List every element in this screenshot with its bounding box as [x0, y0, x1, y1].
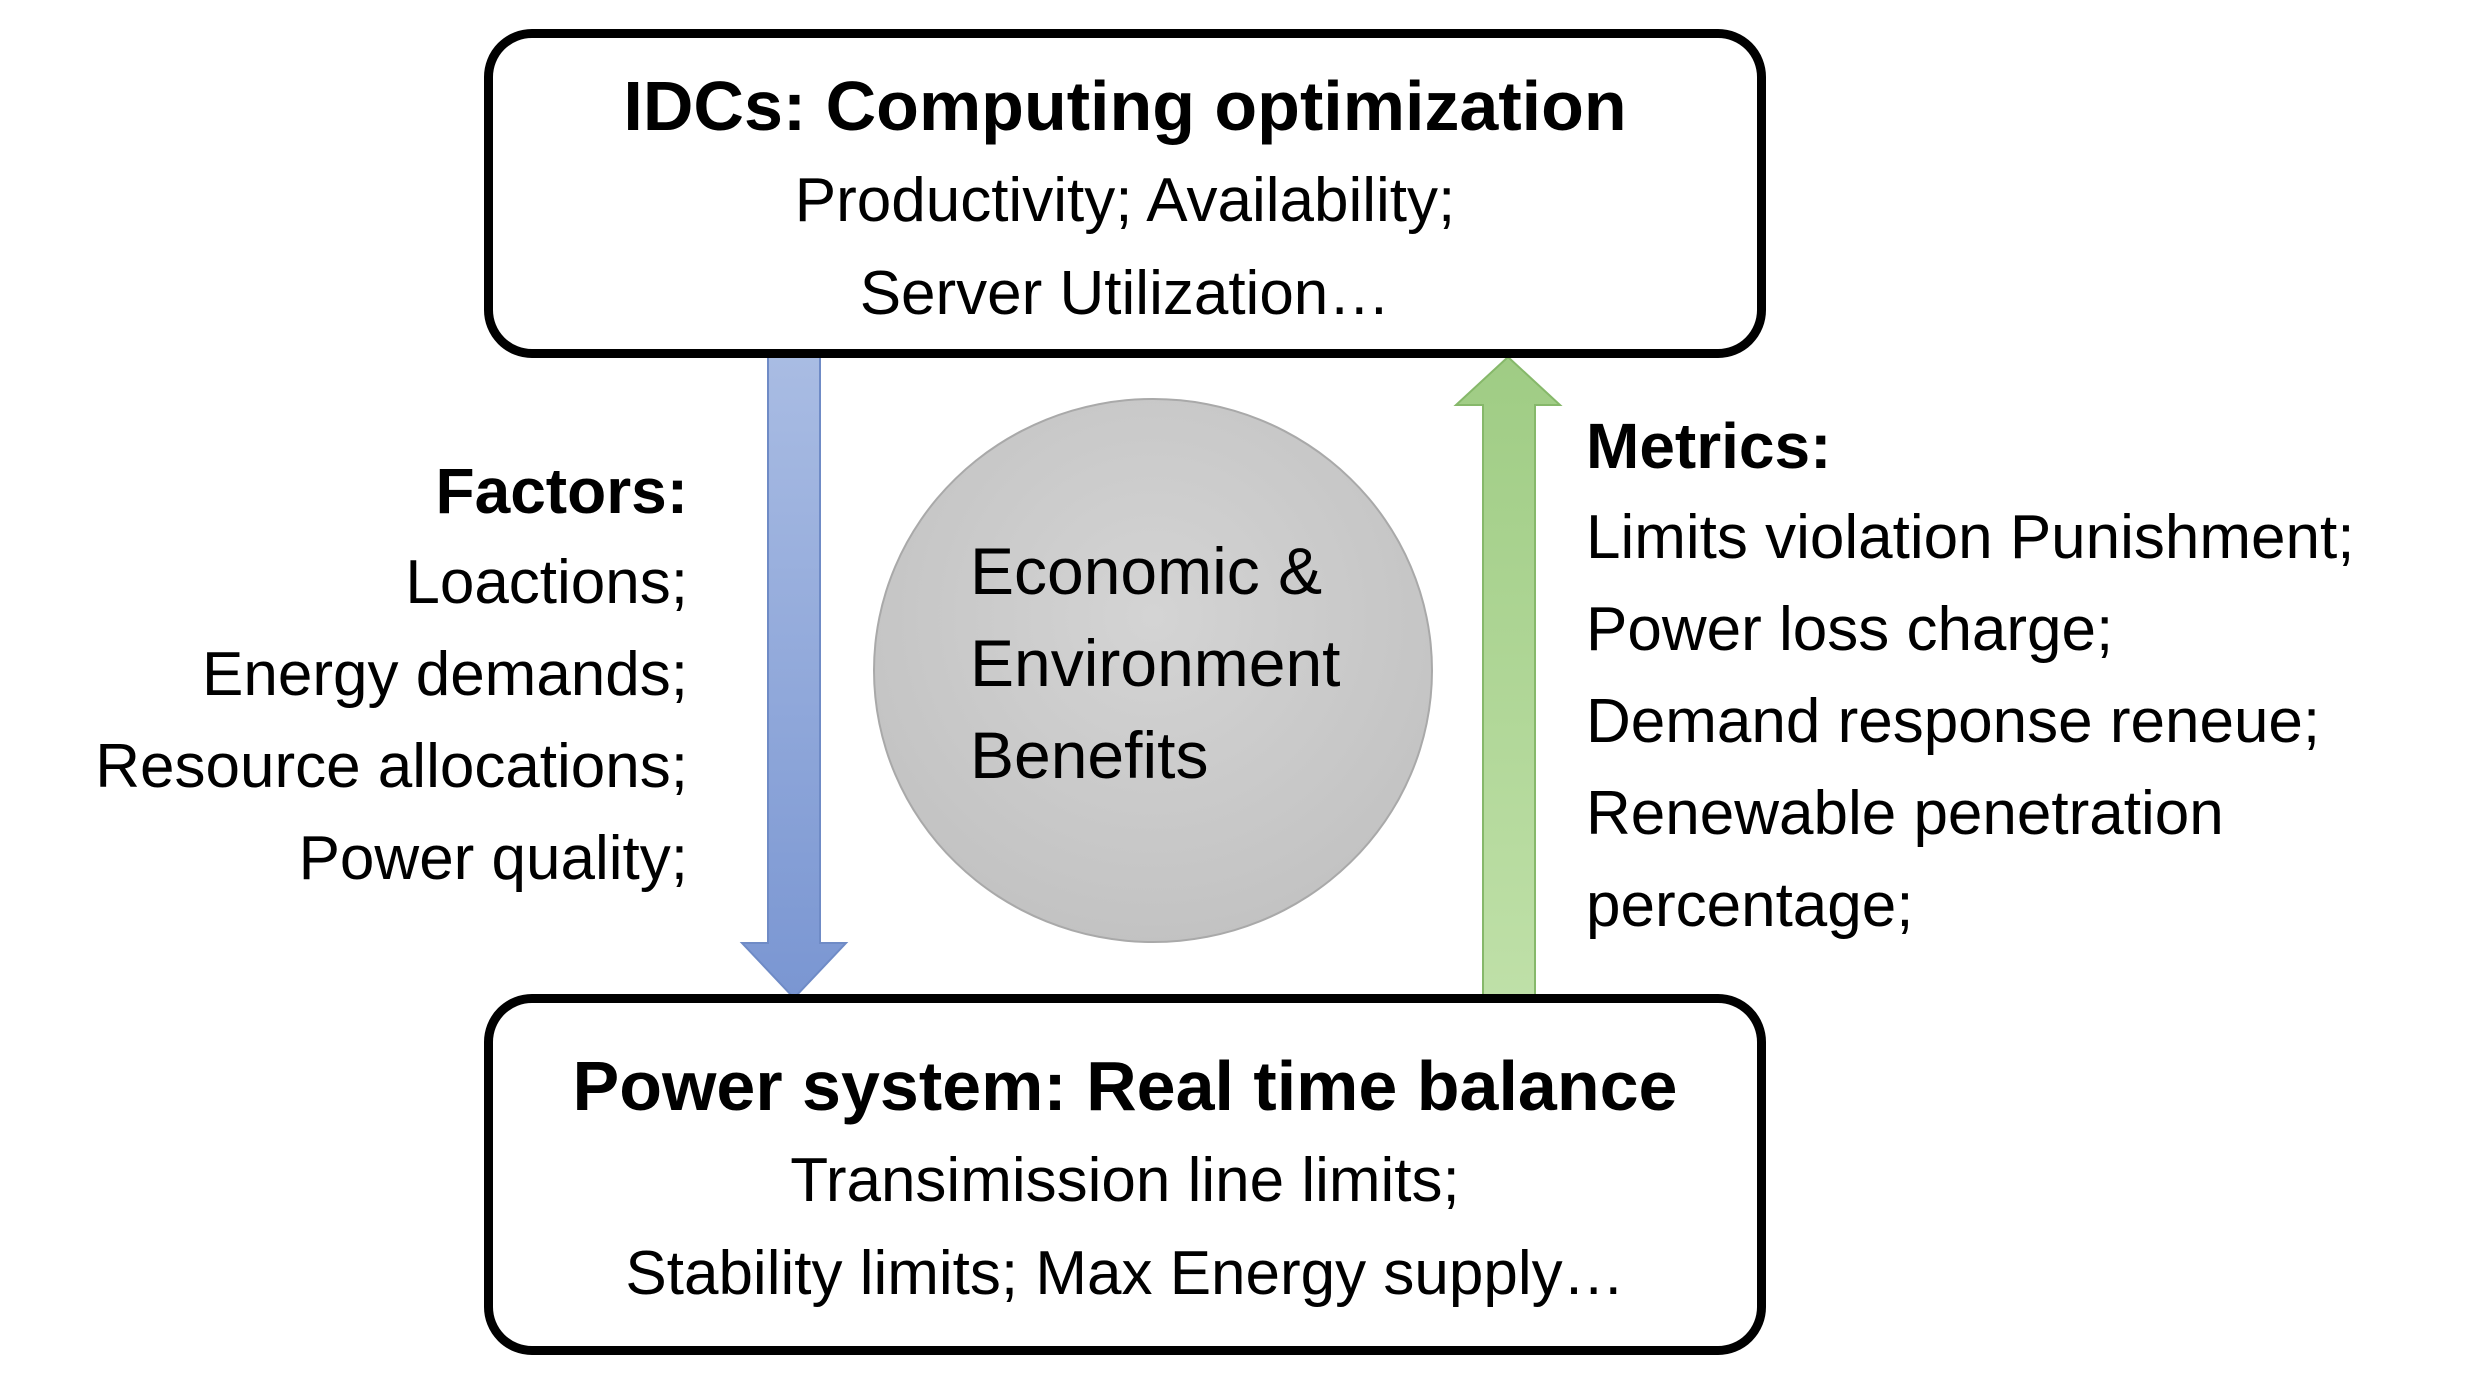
metric-item: Limits violation Punishment;: [1586, 503, 2355, 572]
benefits-circle: [873, 398, 1433, 943]
benefits-line: Economic &: [970, 534, 1323, 608]
idc-box-title: IDCs: Computing optimization: [623, 67, 1627, 145]
metric-item: percentage;: [1586, 871, 1914, 940]
benefits-circle-text: Economic & Environment Benefits: [970, 525, 1410, 801]
benefits-line: Environment: [970, 626, 1341, 700]
power-system-box-line: Transimission line limits;: [790, 1146, 1460, 1215]
metric-item: Demand response reneue;: [1586, 687, 2321, 756]
idc-box-line: Server Utilization…: [859, 259, 1391, 328]
metrics-heading: Metrics:: [1586, 410, 1832, 482]
metrics-label: Metrics: Limits violation Punishment; Po…: [1586, 400, 2476, 952]
factors-label: Factors: Loactions; Energy demands; Reso…: [0, 445, 688, 905]
factor-item: Loactions;: [405, 548, 688, 617]
power-system-box: Power system: Real time balance Transimi…: [484, 994, 1766, 1355]
factor-item: Energy demands;: [202, 640, 688, 709]
factor-item: Power quality;: [298, 824, 688, 893]
metric-item: Renewable penetration: [1586, 779, 2224, 848]
metric-item: Power loss charge;: [1586, 595, 2114, 664]
up-arrow-icon: [1453, 355, 1563, 999]
idc-box: IDCs: Computing optimization Productivit…: [484, 29, 1766, 358]
power-system-box-title: Power system: Real time balance: [572, 1047, 1678, 1125]
down-arrow-icon: [739, 354, 849, 1000]
power-system-box-line: Stability limits; Max Energy supply…: [625, 1239, 1625, 1308]
factor-item: Resource allocations;: [95, 732, 688, 801]
benefits-line: Benefits: [970, 718, 1209, 792]
idc-box-line: Productivity; Availability;: [794, 166, 1456, 235]
factors-heading: Factors:: [435, 455, 689, 527]
